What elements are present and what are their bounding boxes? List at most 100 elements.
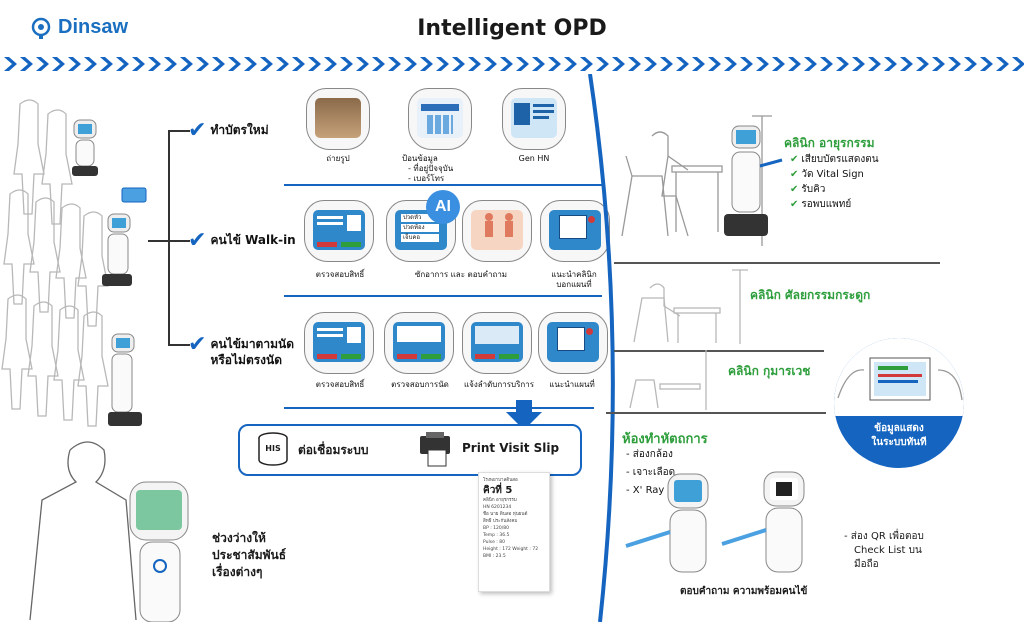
slip-line: BP : 120/80	[483, 526, 510, 531]
step-caption: Gen HN	[518, 154, 550, 163]
clinic-internal-medicine-illustration	[621, 115, 783, 246]
robot-screen-id-form	[304, 312, 374, 374]
step-caption: ตรวจสอบสิทธิ์	[315, 270, 365, 279]
robot-screen-id-form	[304, 200, 374, 262]
chevron-arrow-icon	[692, 57, 705, 71]
slip-line: HN 6201234	[483, 505, 512, 510]
chevron-arrow-icon	[68, 57, 81, 71]
step-caption: แนะนำแผนที่	[549, 380, 595, 389]
chevron-arrow-icon	[772, 57, 785, 71]
chevron-arrow-icon	[516, 57, 529, 71]
step-caption: ตรวจสอบสิทธิ์	[315, 380, 365, 389]
symptom-option-button[interactable]: ปวดหัว	[401, 214, 439, 222]
chevron-arrow-icon	[420, 57, 433, 71]
chevron-arrow-icon	[404, 57, 417, 71]
chevron-arrow-icon	[292, 57, 305, 71]
printer-icon	[420, 432, 450, 467]
chevron-arrow-icon	[180, 57, 193, 71]
clinic-task: ✔วัด Vital Sign	[790, 169, 864, 180]
row-label-appointment: ✔ คนไข้มาตามนัด หรือไม่ตรงนัด	[188, 334, 294, 368]
check-icon: ✔	[790, 199, 799, 210]
clinic-task: ✔รับคิว	[790, 184, 826, 195]
his-connection-bar: HIS ต่อเชื่อมระบบ Print Visit Slip	[238, 424, 582, 476]
step-caption: ซักอาการ และ ตอบคำถาม	[414, 270, 508, 279]
chevron-arrow-icon	[708, 57, 721, 71]
doctor-computer-illustration	[837, 357, 963, 401]
row-label-text: คนไข้ Walk-in	[210, 233, 296, 247]
body-map-icon	[485, 213, 513, 237]
symptom-option-button[interactable]: ปวดท้อง	[401, 224, 439, 232]
slip-line: สิทธิ์ ประกันสังคม	[483, 519, 518, 524]
chevron-arrow-icon	[836, 57, 849, 71]
step-caption: ตรวจสอบการนัด	[391, 380, 449, 389]
his-label: HIS	[265, 444, 281, 453]
chevron-arrow-icon	[628, 57, 641, 71]
chevron-arrow-icon	[100, 57, 113, 71]
database-icon	[258, 432, 288, 466]
checkmark-icon: ✔	[188, 118, 207, 143]
chevron-arrow-icon	[164, 57, 177, 71]
clinic-title: คลินิก ศัลยกรรมกระดูก	[750, 288, 871, 302]
step-caption: แจ้งลำดับการบริการ	[463, 380, 535, 389]
clinic-divider	[614, 262, 940, 264]
chevron-arrow-icon	[132, 57, 145, 71]
lab-item: - ส่องกล้อง	[626, 449, 673, 460]
chevron-arrow-icon	[596, 57, 609, 71]
chevron-arrow-icon	[36, 57, 49, 71]
chevron-arrow-icon	[756, 57, 769, 71]
print-label: Print Visit Slip	[462, 441, 560, 455]
robot-screen-card	[502, 88, 566, 150]
chevron-arrow-icon	[644, 57, 657, 71]
chevron-arrow-icon	[676, 57, 689, 71]
chevron-arrow-icon	[148, 57, 161, 71]
robot-screen-bodymap	[462, 200, 532, 262]
clinic-ortho-illustration	[633, 269, 748, 344]
row-label-new-card: ✔ ทำบัตรใหม่	[188, 118, 269, 143]
check-icon: ✔	[790, 184, 799, 195]
branch-mid	[148, 240, 190, 242]
section-divider-curve	[588, 74, 615, 622]
chevron-arrow-icon	[724, 57, 737, 71]
slip-line: Pulse : 80	[483, 540, 505, 545]
chevron-arrow-icon	[660, 57, 673, 71]
visit-slip: โรงพยาบาลดินสอ คิวที่ 5 คลินิก อายุรกรรม…	[478, 472, 550, 592]
chevron-arrow-icon	[564, 57, 577, 71]
chevron-arrow-icon	[52, 57, 65, 71]
clinic-title: คลินิก อายุรกรรม	[784, 136, 875, 150]
page-title: Intelligent OPD	[417, 16, 607, 41]
chevron-arrow-icon	[340, 57, 353, 71]
idle-line: ช่วงว่างให้	[212, 531, 266, 545]
chevron-arrow-icon	[228, 57, 241, 71]
chevron-arrow-icon	[244, 57, 257, 71]
chevron-arrow-icon	[916, 57, 929, 71]
chevron-arrow-icon	[356, 57, 369, 71]
check-icon: ✔	[790, 154, 799, 165]
chevron-arrow-icon	[820, 57, 833, 71]
chevron-arrow-icon	[980, 57, 993, 71]
chevron-arrow-icon	[868, 57, 881, 71]
clinic-task-list: ✔เสียบบัตรแสดงตน ✔วัด Vital Sign ✔รับคิว…	[790, 152, 879, 212]
lab-title: ห้องทำหัตถการ	[622, 432, 708, 447]
slip-line: Height : 172 Weight : 72	[483, 547, 539, 552]
slip-queue: คิวที่ 5	[483, 485, 513, 496]
robot-screen-appointment	[384, 312, 454, 374]
bubble-scene	[834, 338, 964, 416]
lab-item: - X' Ray	[626, 485, 665, 496]
chevron-arrow-icon	[580, 57, 593, 71]
idle-line: ประชาสัมพันธ์	[212, 548, 287, 562]
row-divider	[284, 295, 602, 297]
slip-line: ชื่อ นาย ดินสอ หุ่นยนต์	[483, 512, 528, 517]
step-caption: ถ่ายรูป	[326, 154, 350, 163]
chevron-arrow-icon	[196, 57, 209, 71]
chevron-arrow-icon	[324, 57, 337, 71]
chevron-arrow-icon	[884, 57, 897, 71]
row-label-walk-in: ✔ คนไข้ Walk-in	[188, 230, 296, 252]
qr-note: - ส่อง QR เพื่อตอบ Check List บน มือถือ	[844, 531, 924, 570]
step-caption: ป้อนข้อมูล - ที่อยู่ปัจจุบัน - เบอร์โทร	[402, 154, 454, 183]
idle-line: เรื่องต่างๆ	[212, 565, 263, 579]
lab-list: - ส่องกล้อง - เจาะเลือด - X' Ray	[626, 446, 675, 500]
robot-screen-keypad	[408, 88, 472, 150]
row-divider	[284, 407, 594, 409]
symptom-option-button[interactable]: เจ็บคอ	[401, 234, 439, 242]
slip-line: BMI : 23.5	[483, 554, 506, 559]
